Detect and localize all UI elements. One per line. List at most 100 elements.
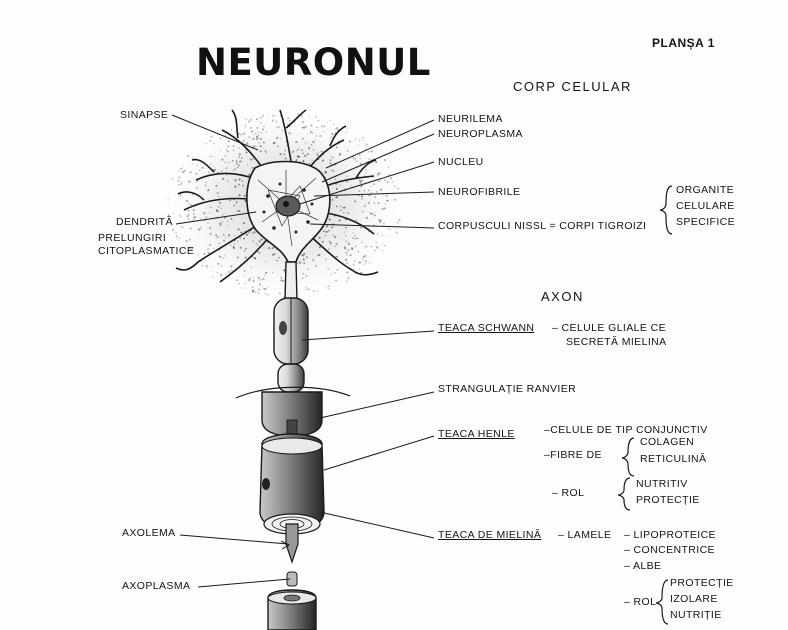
stipple-dot bbox=[387, 174, 390, 176]
stipple-dot bbox=[273, 141, 276, 144]
stipple-dot bbox=[238, 178, 241, 181]
stipple-dot bbox=[300, 262, 302, 264]
stipple-dot bbox=[245, 247, 247, 250]
stipple-dot bbox=[376, 246, 379, 249]
label-protectie: PROTECȚIE bbox=[636, 494, 700, 506]
stipple-dot bbox=[195, 187, 198, 190]
stipple-dot bbox=[339, 152, 342, 155]
stipple-dot bbox=[249, 158, 252, 161]
stipple-dot bbox=[302, 258, 305, 261]
label-concentrice: – CONCENTRICE bbox=[624, 544, 715, 556]
stipple-dot bbox=[186, 199, 189, 202]
stipple-dot bbox=[201, 166, 204, 169]
stipple-dot bbox=[257, 134, 260, 136]
stipple-dot bbox=[267, 114, 269, 116]
stipple-dot bbox=[384, 203, 387, 205]
stipple-dot bbox=[227, 140, 230, 143]
stipple-dot bbox=[352, 156, 354, 158]
stipple-dot bbox=[189, 246, 191, 248]
stipple-dot bbox=[316, 153, 319, 155]
stipple-dot bbox=[213, 247, 215, 249]
label-teaca-schwann: TEACA SCHWANN bbox=[438, 322, 535, 334]
stipple-dot bbox=[386, 235, 388, 237]
stipple-dot bbox=[191, 247, 194, 250]
stipple-dot bbox=[323, 131, 325, 133]
stipple-dot bbox=[230, 244, 232, 247]
stipple-dot bbox=[361, 179, 364, 182]
stipple-dot bbox=[220, 150, 222, 152]
stipple-dot bbox=[252, 277, 255, 279]
stipple-dot bbox=[234, 168, 236, 170]
stipple-dot bbox=[335, 187, 338, 190]
stipple-dot bbox=[250, 131, 252, 133]
stipple-dot bbox=[188, 218, 190, 220]
stipple-dot bbox=[251, 289, 254, 292]
stipple-dot bbox=[216, 271, 218, 274]
stipple-dot bbox=[238, 147, 240, 149]
stipple-dot bbox=[175, 235, 178, 238]
section-axon: AXON bbox=[541, 289, 584, 304]
label-neuroplasma: NEUROPLASMA bbox=[438, 128, 523, 140]
stipple-dot bbox=[252, 232, 254, 234]
stipple-dot bbox=[335, 243, 338, 245]
stipple-dot bbox=[363, 190, 366, 192]
stipple-dot bbox=[185, 240, 188, 243]
label-prelungiri: PRELUNGIRI bbox=[98, 232, 167, 244]
stipple-dot bbox=[304, 125, 307, 128]
stipple-dot bbox=[280, 279, 283, 282]
stipple-dot bbox=[335, 146, 338, 149]
stipple-dot bbox=[302, 160, 305, 163]
leader-lines bbox=[171, 114, 435, 588]
label-fibre-de: –FIBRE DE bbox=[544, 449, 602, 461]
stipple-dot bbox=[295, 141, 298, 144]
stipple-dot bbox=[183, 169, 186, 172]
stipple-dot bbox=[283, 153, 285, 155]
stipple-dot bbox=[255, 138, 258, 140]
stipple-dot bbox=[354, 158, 357, 160]
stipple-dot bbox=[248, 279, 251, 282]
stipple-dot bbox=[225, 273, 227, 275]
stipple-dot bbox=[207, 249, 209, 251]
stipple-dot bbox=[205, 181, 207, 184]
label-teaca-mielina: TEACA DE MIELINĂ bbox=[438, 529, 542, 541]
stipple-dot bbox=[200, 218, 202, 220]
stipple-dot bbox=[240, 157, 243, 160]
stipple-dot bbox=[212, 276, 214, 278]
stipple-dot bbox=[354, 139, 357, 141]
stipple-dot bbox=[252, 145, 255, 147]
stipple-dot bbox=[302, 138, 304, 140]
label-neurilema: NEURILEMA bbox=[438, 113, 503, 125]
stipple-dot bbox=[209, 232, 212, 235]
stipple-dot bbox=[332, 234, 334, 236]
stipple-dot bbox=[243, 270, 246, 272]
stipple-dot bbox=[302, 272, 305, 275]
stipple-dot bbox=[239, 237, 241, 239]
stipple-dot bbox=[252, 240, 254, 242]
stipple-dot bbox=[252, 289, 255, 292]
stipple-dot bbox=[326, 287, 328, 289]
stipple-dot bbox=[186, 200, 189, 202]
stipple-dot bbox=[196, 164, 198, 166]
stipple-dot bbox=[344, 247, 347, 250]
stipple-dot bbox=[338, 219, 341, 222]
stipple-dot bbox=[238, 153, 241, 156]
stipple-dot bbox=[264, 287, 267, 291]
label-axoplasma: AXOPLASMA bbox=[122, 580, 191, 592]
stipple-dot bbox=[336, 269, 339, 271]
stipple-dot bbox=[335, 196, 338, 199]
stipple-dot bbox=[214, 169, 217, 171]
stipple-dot bbox=[361, 198, 363, 200]
stipple-dot bbox=[220, 273, 223, 276]
stipple-dot bbox=[210, 163, 212, 165]
stipple-dot bbox=[241, 180, 244, 182]
stipple-dot bbox=[238, 282, 240, 285]
stipple-dot bbox=[365, 203, 367, 205]
stipple-dot bbox=[198, 228, 201, 231]
stipple-dot bbox=[312, 259, 314, 262]
stipple-dot bbox=[303, 262, 306, 265]
stipple-dot bbox=[306, 142, 308, 144]
stipple-dot bbox=[367, 151, 370, 153]
stipple-dot bbox=[204, 261, 206, 263]
myelin-top-face bbox=[261, 437, 323, 455]
stipple-dot bbox=[390, 229, 392, 231]
